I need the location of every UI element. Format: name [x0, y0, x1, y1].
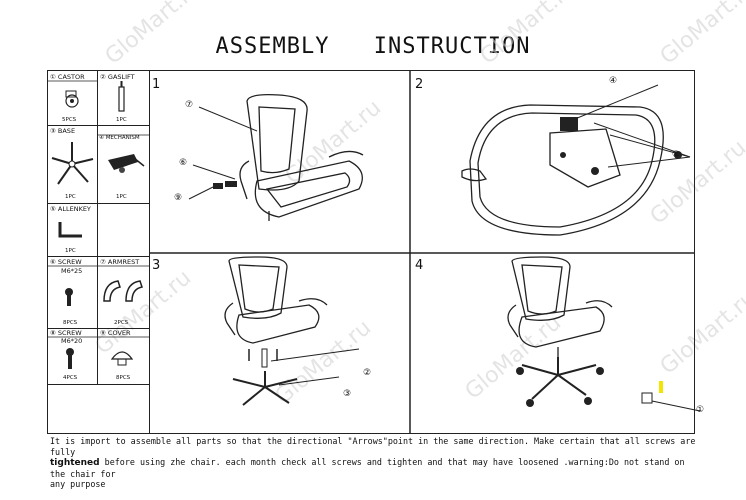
mechanism-icon	[98, 134, 149, 173]
part-allenkey: ⑤ ALLENKEY 1PC	[48, 204, 98, 257]
base-icon	[51, 142, 94, 185]
part-qty: 1PC	[65, 248, 76, 254]
note-line-2: before using zhe chair. each month check…	[50, 457, 685, 479]
part-name: MECHANISM	[105, 135, 140, 141]
note-bold: tightened	[50, 458, 100, 468]
assembly-note: It is import to assemble all parts so th…	[50, 436, 700, 490]
part-mechanism: ④ MECHANISM 1PC	[98, 126, 149, 204]
part-name: ARMREST	[107, 258, 140, 266]
step-grid	[149, 71, 694, 433]
part-name: COVER	[107, 329, 131, 337]
callout: ②	[363, 368, 372, 378]
part-armrest: ⑦ ARMREST 2PCS	[98, 257, 149, 329]
part-qty: 1PC	[116, 117, 127, 123]
part-name: SCREW	[57, 329, 82, 337]
gaslift-icon	[118, 81, 125, 112]
step-number: 3	[152, 258, 161, 273]
part-qty: 1PC	[65, 194, 76, 200]
part-castor: ① CASTOR 5PCS	[48, 71, 98, 126]
part-qty: 1PC	[116, 194, 127, 200]
part-name: BASE	[57, 127, 76, 135]
empty-cell	[98, 204, 149, 257]
part-base: ③ BASE 1PC	[48, 126, 98, 204]
part-name: ALLENKEY	[57, 205, 91, 213]
part-qty: 5PCS	[62, 117, 77, 123]
part-qty: 2PCS	[114, 320, 129, 326]
step4-assembled-chair-illustration	[507, 256, 701, 412]
step-number: 1	[152, 77, 161, 92]
cover-icon	[98, 336, 149, 366]
part-gaslift: ② GASLIFT 1PC	[98, 71, 149, 126]
instruction-frame: ① CASTOR 5PCS ② GASLIFT 1PC ③ BASE	[47, 70, 704, 434]
screw-icon	[48, 336, 98, 369]
step3-base-gaslift-illustration	[224, 256, 360, 406]
step-number: 2	[415, 77, 424, 92]
part-name: CASTOR	[57, 73, 85, 81]
part-cover: ⑨ COVER 8PCS	[98, 329, 149, 385]
part-screw-m6-20: ⑧ SCREW M6*20 4PCS	[48, 329, 98, 385]
castor-icon	[48, 80, 98, 108]
armrest-icon	[98, 265, 149, 302]
note-line-1: It is import to assemble all parts so th…	[50, 436, 696, 457]
part-size: M6*20	[61, 337, 83, 345]
screw-icon	[48, 265, 98, 306]
page-title: ASSEMBLY INSTRUCTION	[215, 34, 531, 59]
part-qty: 4PCS	[63, 375, 78, 381]
step1-chair-illustration	[188, 93, 364, 221]
step-number: 4	[415, 258, 424, 273]
part-qty: 8PCS	[116, 375, 131, 381]
part-screw-m6-25: ⑥ SCREW M6*25 8PCS	[48, 257, 98, 329]
part-size: M6*25	[61, 267, 83, 275]
part-name: SCREW	[57, 258, 82, 266]
callout: ③	[343, 389, 352, 399]
parts-list: ① CASTOR 5PCS ② GASLIFT 1PC ③ BASE	[48, 71, 150, 433]
part-name: GASLIFT	[107, 73, 135, 81]
part-qty: 8PCS	[63, 320, 78, 326]
note-line-3: any purpose	[50, 479, 106, 489]
step2-seat-underside-illustration	[461, 84, 691, 236]
allen-key-icon	[58, 222, 82, 238]
